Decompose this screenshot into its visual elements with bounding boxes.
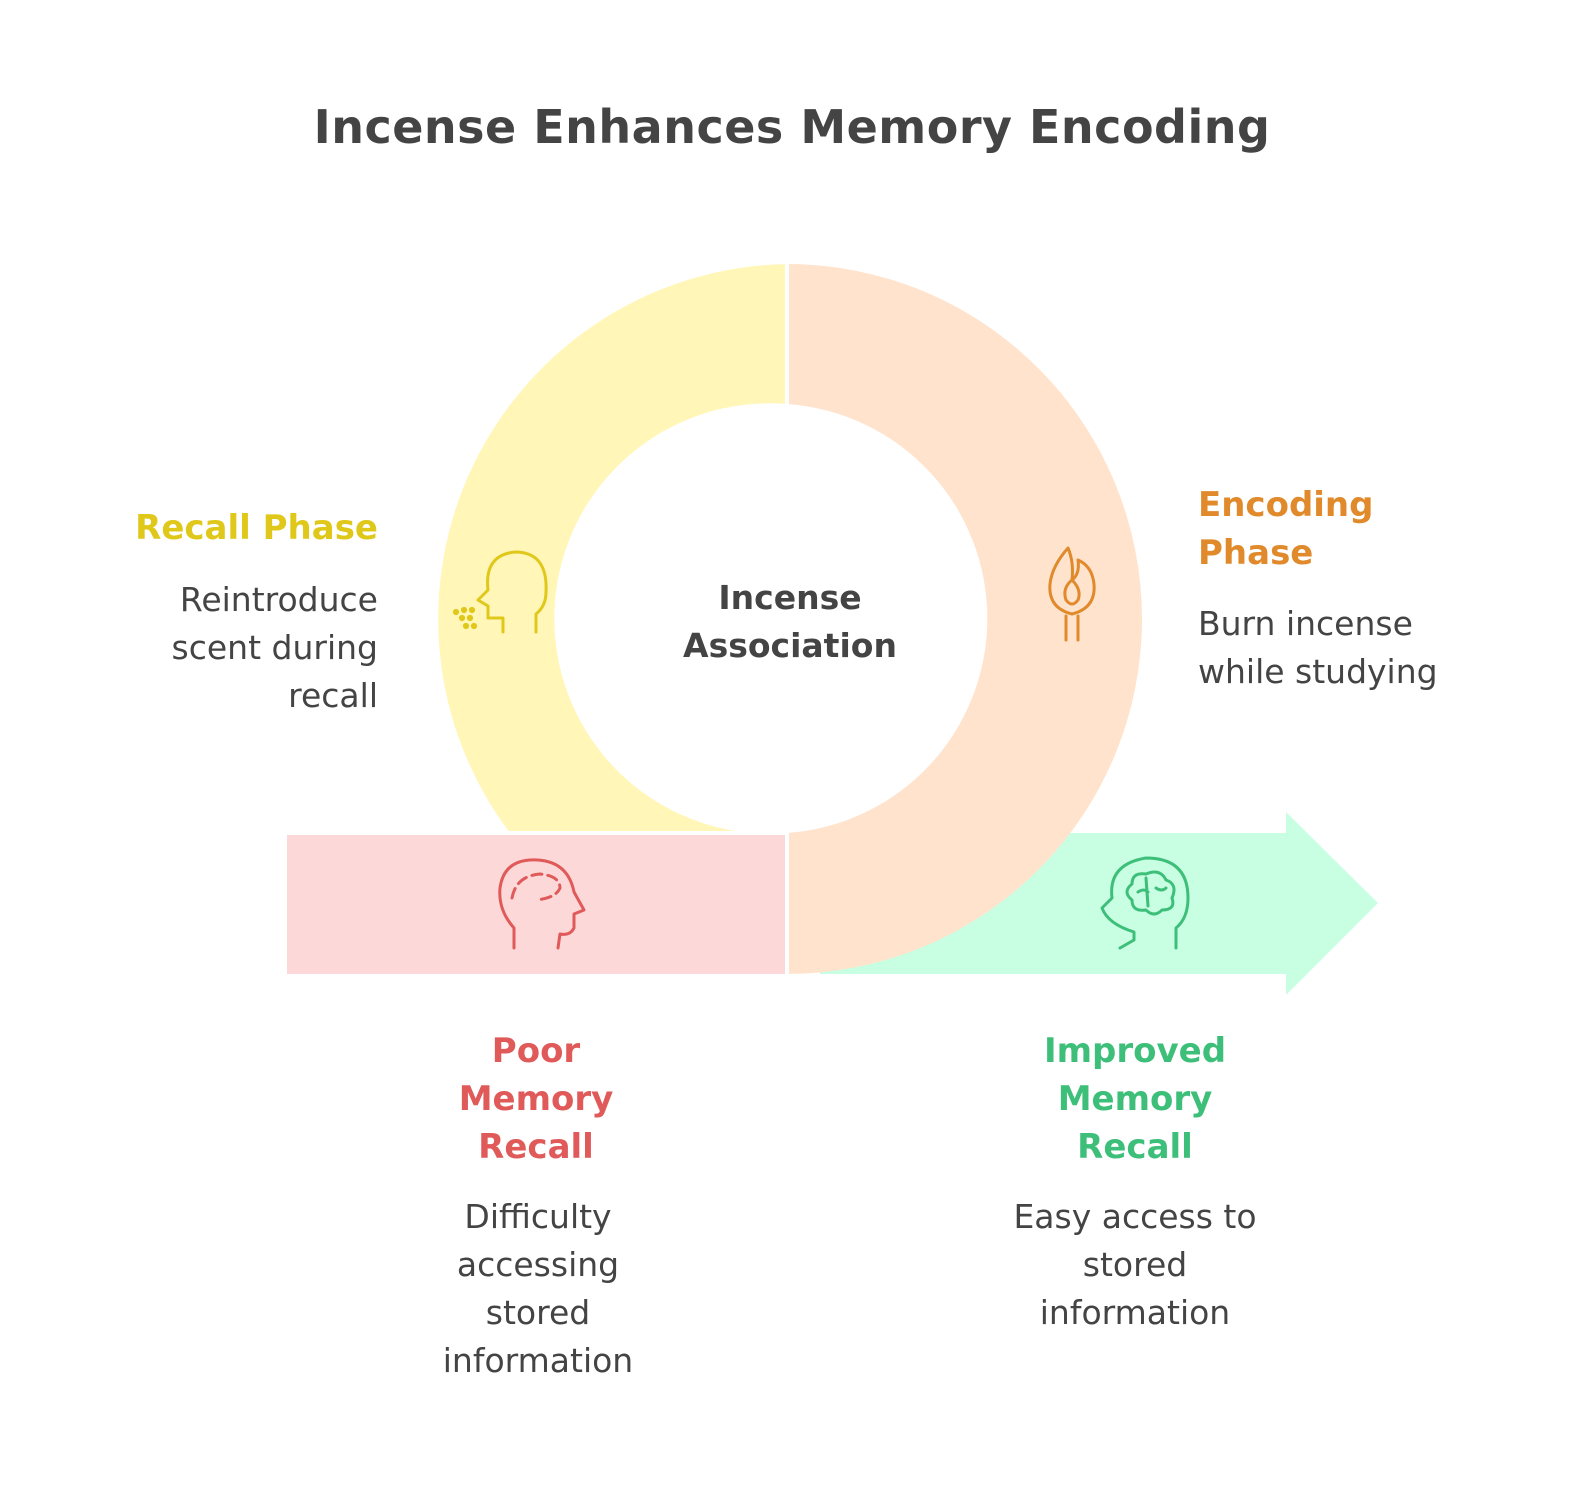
poor-recall-title: Poor Memory Recall — [458, 1031, 614, 1167]
encoding-phase-description: Burn incense while studying — [1198, 604, 1438, 691]
recall-phase-title: Recall Phase — [135, 508, 378, 548]
recall-phase-segment — [438, 264, 787, 833]
encoding-phase-segment — [787, 264, 1142, 974]
incense-flame-icon — [1048, 546, 1096, 642]
poor-recall-box — [287, 833, 785, 974]
improved-recall-title: Improved Memory Recall — [1043, 1031, 1227, 1167]
head-brain-icon — [1100, 856, 1190, 950]
improved-recall-description: Easy access to stored information — [1013, 1197, 1257, 1332]
encoding-phase-title: Encoding Phase — [1198, 485, 1374, 573]
recall-phase-description: Reintroduce scent during recall — [171, 580, 378, 715]
diagram-title: Incense Enhances Memory Encoding — [313, 100, 1271, 154]
head-forgetful-icon — [498, 858, 586, 950]
center-label: Incense Association — [683, 578, 897, 665]
poor-recall-description: Difficulty accessing stored information — [442, 1197, 634, 1380]
head-smelling-icon — [452, 550, 548, 634]
